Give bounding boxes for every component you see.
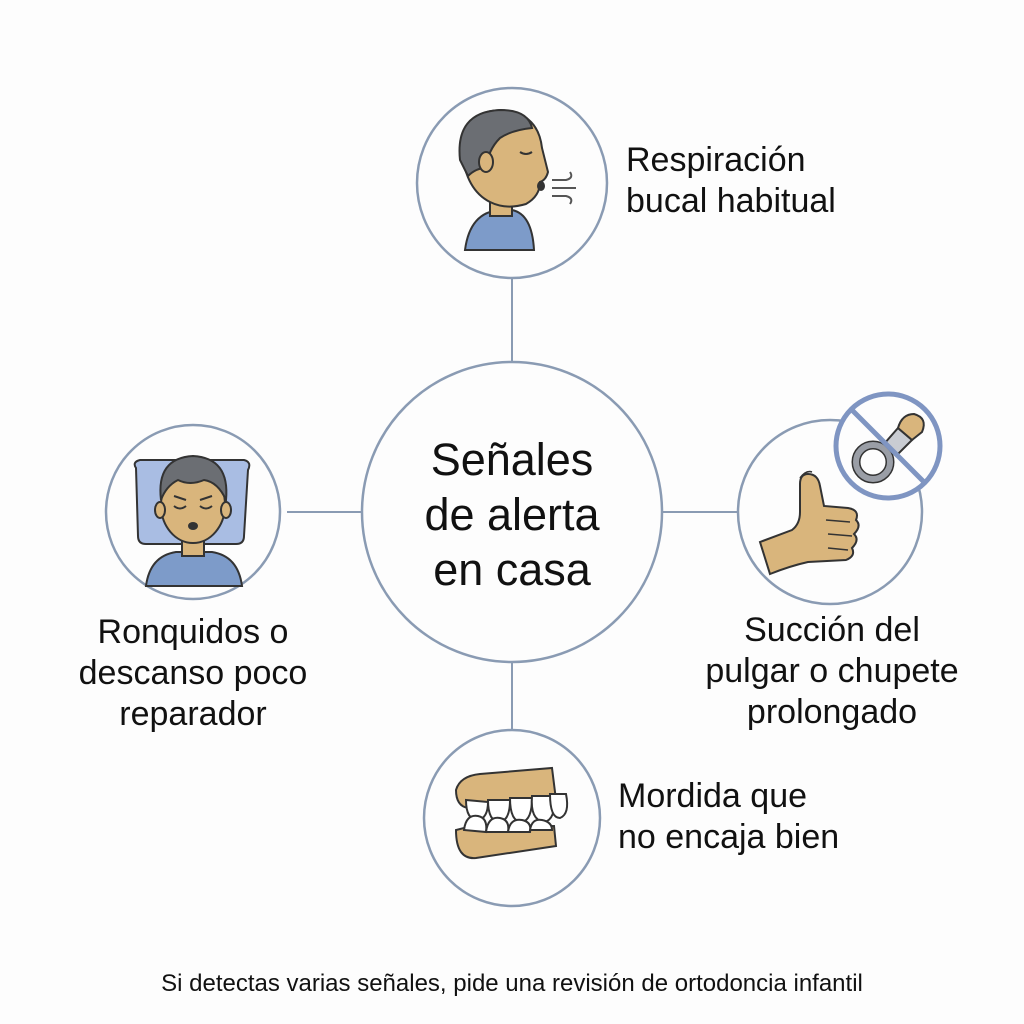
label-bite: Mordida que no encaja bien (618, 776, 839, 858)
label-thumb-sucking-line-2: pulgar o chupete (705, 652, 959, 690)
label-mouth-breathing-line-1: Respiración (626, 141, 806, 179)
node-snoring (104, 423, 282, 601)
label-snoring-line-3: reparador (119, 695, 267, 733)
label-thumb-sucking-line-1: Succión del (744, 611, 920, 649)
center-circle (360, 360, 664, 664)
center-title-line-3: en casa (433, 544, 591, 595)
label-thumb-sucking: Succión del pulgar o chupete prolongado (682, 610, 982, 733)
node-thumb-sucking (736, 391, 943, 606)
node-bite (422, 728, 602, 908)
label-mouth-breathing: Respiración bucal habitual (626, 140, 836, 222)
node-circle-bottom (422, 728, 602, 908)
label-snoring-line-2: descanso poco (78, 654, 308, 692)
center-title-line-1: Señales (430, 434, 594, 485)
center-title: Señales de alerta en casa (362, 432, 662, 597)
label-snoring-line-1: Ronquidos o (97, 613, 289, 651)
label-snoring: Ronquidos o descanso poco reparador (58, 612, 328, 735)
node-mouth-breathing (415, 86, 609, 280)
thumb-pacifier-icon (758, 391, 943, 576)
mouth-breathing-icon (458, 108, 576, 251)
teeth-bite-icon (454, 766, 569, 860)
label-thumb-sucking-line-3: prolongado (746, 693, 918, 731)
label-mouth-breathing-line-2: bucal habitual (626, 182, 836, 220)
label-bite-line-2: no encaja bien (618, 818, 840, 856)
footer-note: Si detectas varias señales, pide una rev… (161, 970, 863, 997)
label-bite-line-1: Mordida que (618, 777, 808, 815)
sleeping-child-icon (133, 454, 251, 587)
center-title-line-2: de alerta (424, 489, 600, 540)
